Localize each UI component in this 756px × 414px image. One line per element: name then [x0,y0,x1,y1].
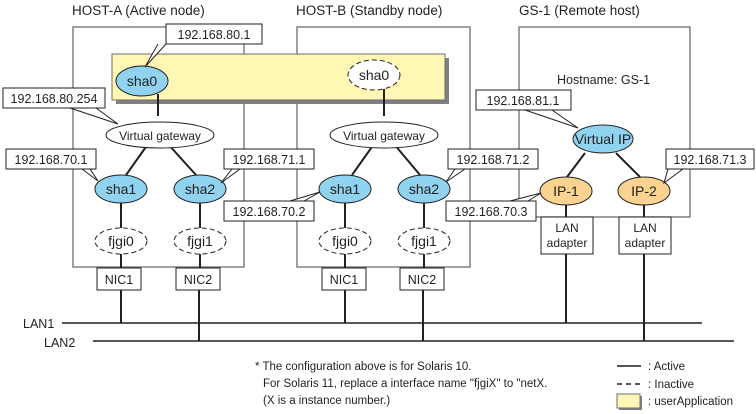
host-b-fjgi1-label: fjgi1 [411,233,437,249]
gs1-lan-adapter-1-label-line1: LAN [555,221,578,235]
address-gs1-ip2: 192.168.71.3 [674,153,747,167]
host-a-virtual-gateway-node: Virtual gateway [105,121,215,149]
address-gs1-vip: 192.168.81.1 [487,94,560,108]
gs1-lan-adapter-2: LAN adapter [618,216,672,255]
host-b-fjgi0-label: fjgi0 [332,233,358,249]
gs1-lan-adapter-1: LAN adapter [540,216,594,255]
address-host-b-sha1: 192.168.70.2 [233,205,306,219]
callout-gs1-ip1: 192.168.70.3 [445,192,542,222]
host-b-nic2-label: NIC2 [408,273,437,287]
callout-host-b-sha1: 192.168.70.2 [223,191,321,222]
host-b-sha1-node: sha1 [318,174,372,204]
host-b-sha2-node: sha2 [397,174,451,204]
host-b-title: HOST-B (Standby node) [296,3,442,18]
host-b-sha2-label: sha2 [409,181,440,197]
lan2-label: LAN2 [44,336,75,350]
host-a-nic1-label: NIC1 [105,273,134,287]
host-b-fjgi1-node: fjgi1 [397,227,451,255]
address-gs1-ip1: 192.168.70.3 [455,205,528,219]
callout-host-a-sha2: 192.168.71.1 [220,148,315,184]
host-a-fjgi1-node: fjgi1 [173,227,227,255]
host-b-box [296,26,471,268]
host-a-fjgi0-node: fjgi0 [94,227,148,255]
host-a-fjgi0-label: fjgi0 [108,233,134,249]
callout-host-a-sha0: 192.168.80.1 [144,23,263,68]
host-a-nic1: NIC1 [96,267,142,291]
host-b-nic2: NIC2 [399,267,445,291]
note-line-2: For Solaris 11, replace a interface name… [263,378,547,390]
host-a-sha1-node: sha1 [94,174,148,204]
gs1-ip2-node: IP-2 [617,176,671,206]
host-a-box [72,26,245,268]
host-a-fjgi1-label: fjgi1 [187,233,213,249]
address-host-a-sha1: 192.168.70.1 [15,153,88,167]
gs1-title: GS-1 (Remote host) [519,3,640,18]
host-a-sha0-node: sha0 [115,65,169,97]
callout-host-a-sha1: 192.168.70.1 [5,148,99,182]
gs1-virtual-ip-label: Virtual IP [575,131,632,147]
host-b-sha0-node: sha0 [347,59,401,91]
legend: : Active : Inactive : userApplication [616,361,733,410]
address-host-a-sha0: 192.168.80.1 [178,28,251,42]
host-a-virtual-gateway-label: Virtual gateway [119,129,201,143]
legend-user-application-swatch [616,393,641,409]
host-b-nic1: NIC1 [321,267,367,291]
host-b-sha1-label: sha1 [330,181,361,197]
host-b-links [344,89,425,341]
host-b-sha0-label: sha0 [359,67,390,83]
address-host-b-sha2: 192.168.71.2 [457,153,530,167]
note-line-1: * The configuration above is for Solaris… [255,361,472,373]
gs1-ip1-node: IP-1 [539,176,593,206]
host-b-nic1-label: NIC1 [330,273,359,287]
callout-host-b-sha2: 192.168.71.2 [445,148,539,183]
legend-active-label: : Active [648,361,685,373]
host-a-nic2: NIC2 [175,267,221,291]
legend-user-application-label: : userApplication [648,396,733,408]
gs1-lan-adapter-1-label-line2: adapter [547,236,588,250]
host-a-sha1-label: sha1 [106,181,137,197]
gs1-lan-adapter-2-label-line1: LAN [633,221,656,235]
gs1-links [565,152,645,341]
host-a-sha2-node: sha2 [173,174,227,204]
gs1-ip1-label: IP-1 [553,183,579,199]
callout-gs1-ip2: 192.168.71.3 [663,148,755,185]
legend-inactive-label: : Inactive [648,379,694,391]
host-b-fjgi0-node: fjgi0 [318,227,372,255]
note-line-3: (X is a instance number.) [263,395,390,407]
host-a-sha2-label: sha2 [185,181,216,197]
callout-host-a-vgw: 192.168.80.254 [2,87,119,125]
host-a-title: HOST-A (Active node) [72,3,205,18]
host-a-sha0-label: sha0 [127,73,158,89]
gs1-lan-adapter-2-label-line2: adapter [625,236,666,250]
host-a-nic2-label: NIC2 [184,273,213,287]
host-a-links [120,94,201,341]
gs1-ip2-label: IP-2 [631,183,657,199]
lan1-label: LAN1 [23,317,54,331]
gs1-box [518,26,691,218]
gs1-hostname: Hostname: GS-1 [557,73,650,87]
callout-gs1-vip: 192.168.81.1 [475,89,579,129]
address-host-a-vgw: 192.168.80.254 [11,92,98,106]
address-host-a-sha2: 192.168.71.1 [233,153,306,167]
host-b-virtual-gateway-label: Virtual gateway [343,129,425,143]
host-b-virtual-gateway-node: Virtual gateway [329,121,439,149]
gs1-virtual-ip-node: Virtual IP [572,124,634,154]
